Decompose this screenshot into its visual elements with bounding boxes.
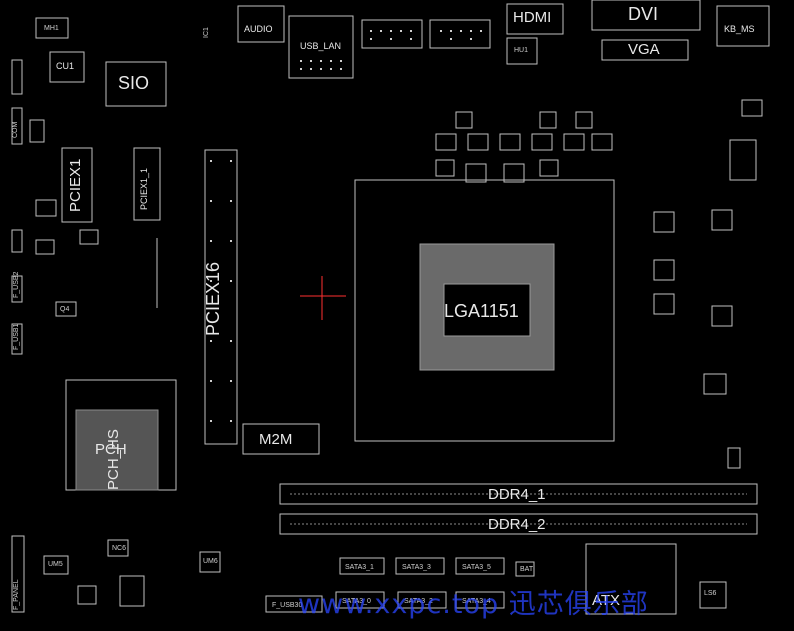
header-block-1: [361, 19, 423, 49]
sata3-5-port: [455, 557, 505, 575]
sata3-3-port: [395, 557, 445, 575]
usb-lan-label: USB_LAN: [300, 41, 342, 51]
pciex16-pins: [210, 160, 232, 422]
sata3-1-port: [339, 557, 385, 575]
mh1-label: MH1: [44, 25, 59, 32]
pciex1-label: PCIEX1: [67, 158, 84, 212]
vrm-parts: [435, 99, 763, 469]
pciex1-slot: [61, 147, 93, 223]
pciex1-1-label: PCIEX1_1: [139, 167, 149, 210]
sata3-4-port: [455, 591, 505, 609]
pciex16-slot: [204, 149, 238, 445]
header-block-2: [429, 19, 491, 49]
left-side-parts: [11, 59, 99, 613]
pciex16-label: PCIEX16: [203, 261, 223, 336]
ddr4-2-slot: [279, 513, 758, 535]
connector-pins: [300, 30, 482, 70]
sata3-2-label: SATA3_2: [404, 598, 433, 605]
pcie-slots: [61, 147, 238, 445]
hu1-chip: [506, 37, 538, 65]
hdmi-label: HDMI: [513, 9, 552, 26]
f-usb30-label: F_USB30: [272, 602, 303, 609]
ls6-label: LS6: [704, 590, 717, 597]
sio-label: SIO: [118, 73, 150, 93]
dvi-connector: [591, 0, 701, 31]
hdmi-connector: [506, 3, 564, 35]
mh1-outline: [35, 17, 69, 39]
m2m-label: M2M: [259, 431, 293, 448]
sio-chip: [105, 61, 167, 107]
q4-part: [55, 301, 77, 317]
ddr4-1-slot: [279, 483, 758, 505]
pciex1-1-slot: [133, 147, 161, 221]
ddr-slots: [279, 483, 758, 535]
um6-label: UM6: [203, 558, 218, 565]
f-usb30-header: [265, 595, 323, 613]
lga1151-outline: [354, 179, 615, 442]
watermark: www.xxpc.top 迅芯俱乐部: [298, 589, 649, 620]
q4-label: Q4: [60, 306, 70, 313]
hu1-label: HU1: [514, 47, 529, 54]
pch-hs-label: PCH_HS: [105, 429, 122, 490]
sata3-3-label: SATA3_3: [402, 564, 431, 571]
f-usb1-label: F_USB1: [13, 323, 20, 350]
bottom-connectors: [43, 539, 727, 615]
vga-label: VGA: [628, 41, 660, 58]
audio-label: AUDIO: [244, 24, 273, 34]
atx-label: ATX: [592, 592, 621, 609]
f-usb2-label: F_USB2: [13, 271, 20, 298]
sata3-4-label: SATA3_4: [462, 598, 491, 605]
kb-ms-label: KB_MS: [724, 24, 755, 34]
nc6-label: NC6: [112, 545, 127, 552]
top-connectors: [35, 0, 770, 107]
lga1151-label: LGA1151: [444, 301, 519, 321]
m2m-slot: [242, 423, 320, 455]
kb-ms-connector: [716, 5, 770, 47]
com-label: COM: [12, 121, 19, 138]
sata3-0-port: [335, 591, 385, 609]
vga-connector: [601, 39, 689, 61]
f-panel-label: F_PANEL: [13, 579, 20, 610]
dvi-label: DVI: [628, 4, 659, 24]
um5-label: UM5: [48, 561, 63, 568]
ddr4-2-label: DDR4_2: [488, 516, 546, 533]
usb-lan-connector: [288, 15, 354, 79]
ddr4-1-label: DDR4_1: [488, 486, 546, 503]
bat-part: [515, 561, 535, 577]
ic1-label: IC1: [203, 27, 210, 38]
atx-connector: [585, 543, 677, 615]
bat-label: BAT: [520, 566, 534, 573]
pch-area: [65, 379, 177, 491]
sata3-5-label: SATA3_5: [462, 564, 491, 571]
cu1-chip: [49, 51, 85, 83]
sata3-2-port: [397, 591, 447, 609]
cursor-crosshair: [300, 276, 346, 320]
cpu-socket: [354, 159, 615, 442]
sata3-0-label: SATA3_0: [342, 598, 371, 605]
sata3-1-label: SATA3_1: [345, 564, 374, 571]
pch-chip: [75, 409, 159, 491]
cu1-label: CU1: [56, 61, 75, 71]
audio-connector: [237, 5, 285, 43]
pch-label: PCH: [95, 441, 127, 458]
